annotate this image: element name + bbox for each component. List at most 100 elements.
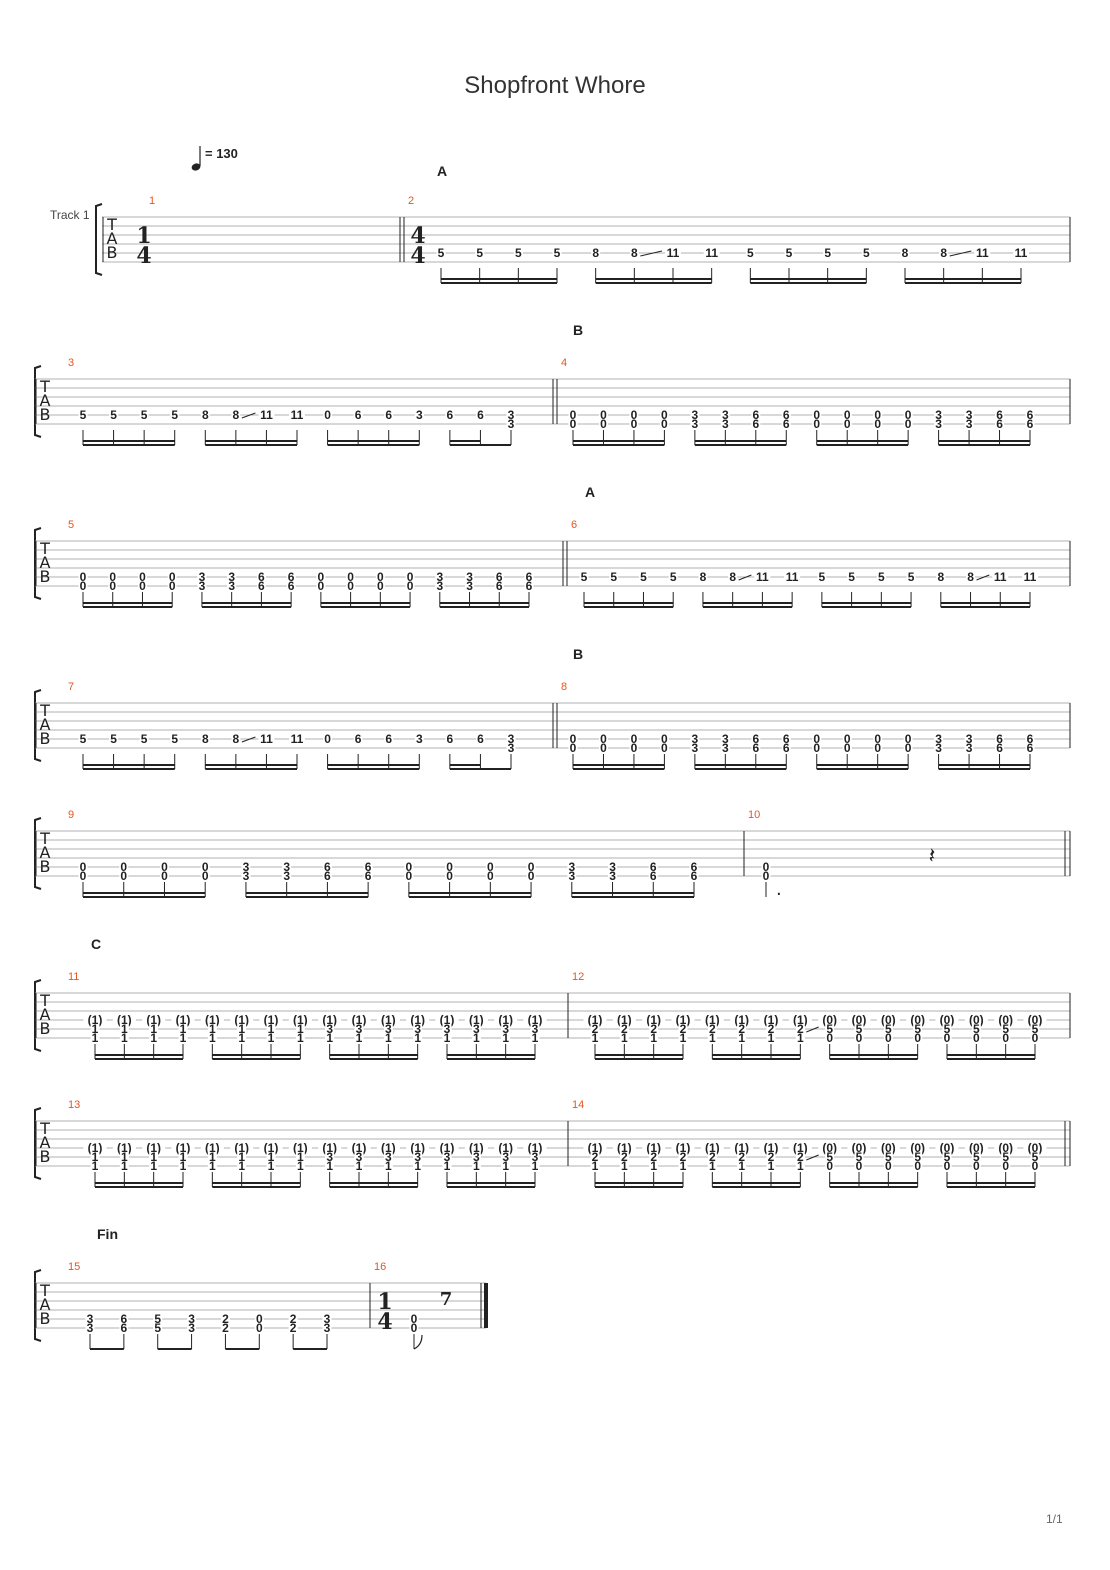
- fret-number: 8: [729, 570, 736, 584]
- fret-number: 6: [996, 732, 1003, 746]
- fret-bg: [1023, 1143, 1047, 1153]
- fret-bg: [207, 1033, 217, 1043]
- fret-bg: [795, 1033, 805, 1043]
- fret-bg: [171, 1143, 195, 1153]
- fret-bg: [703, 248, 720, 258]
- fret-number: 0: [528, 869, 535, 883]
- fret-number: 11: [291, 408, 304, 422]
- fret-bg: [435, 1143, 459, 1153]
- fret-number: 2: [680, 1150, 687, 1164]
- fret-number: 6: [477, 408, 484, 422]
- fret-number: 1: [150, 1159, 157, 1173]
- fret-number: (1): [264, 1013, 279, 1027]
- fret-number: 0: [109, 570, 116, 584]
- fret-number: 6: [121, 1312, 128, 1326]
- fret-bg: [1025, 410, 1035, 420]
- fret-number: 5: [640, 570, 647, 584]
- fret-number: 1: [92, 1150, 99, 1164]
- fret-number: 3: [385, 1022, 392, 1036]
- fret-number: 6: [288, 570, 295, 584]
- fret-bg: [707, 1152, 717, 1162]
- fret-bg: [241, 871, 251, 881]
- fret-number: (1): [410, 1013, 425, 1027]
- fret-number: (1): [646, 1141, 661, 1155]
- fret-number: 1: [209, 1031, 216, 1045]
- fret-bg: [170, 734, 180, 744]
- fret-number: 6: [447, 408, 454, 422]
- fret-bg: [883, 1033, 893, 1043]
- fret-number: 11: [667, 246, 680, 260]
- fret-number: 0: [80, 869, 87, 883]
- fret-number: 1: [180, 1031, 187, 1045]
- fret-bg: [237, 1024, 247, 1034]
- fret-number: 2: [592, 1022, 599, 1036]
- fret-number: 5: [154, 1312, 161, 1326]
- fret-number: 0: [411, 1312, 418, 1326]
- measure-number: 10: [748, 809, 760, 821]
- fret-number: 6: [1027, 732, 1034, 746]
- fret-number: 8: [202, 408, 209, 422]
- fret-number: (1): [381, 1141, 396, 1155]
- fret-number: 5: [141, 408, 148, 422]
- tab-clef-letter: T: [39, 539, 50, 558]
- fret-number: (1): [234, 1141, 249, 1155]
- fret-bg: [795, 1152, 805, 1162]
- fret-number: 2: [709, 1022, 716, 1036]
- fret-bg: [137, 572, 147, 582]
- fret-bg: [404, 871, 414, 881]
- fret-number: 0: [487, 860, 494, 874]
- fret-bg: [506, 743, 516, 753]
- fret-bg: [842, 410, 852, 420]
- fret-number: 2: [650, 1022, 657, 1036]
- fret-number: 5: [973, 1150, 980, 1164]
- fret-bg: [971, 1161, 981, 1171]
- section-marker: A: [437, 163, 447, 179]
- fret-bg: [347, 1015, 371, 1025]
- fret-bg: [445, 871, 455, 881]
- fret-bg: [376, 1143, 400, 1153]
- fret-number: 2: [290, 1312, 297, 1326]
- fret-number: 1: [532, 1159, 539, 1173]
- fret-number: 6: [1027, 408, 1034, 422]
- fret-bg: [316, 581, 326, 591]
- fret-bg: [346, 581, 356, 591]
- fret-bg: [934, 410, 944, 420]
- fret-number: 0: [570, 417, 577, 431]
- fret-number: 8: [592, 246, 599, 260]
- fret-number: (1): [617, 1141, 632, 1155]
- fret-bg: [414, 410, 424, 420]
- fret-bg: [737, 1024, 747, 1034]
- fret-number: 6: [385, 408, 392, 422]
- fret-number: 1: [92, 1031, 99, 1045]
- fret-bg: [112, 1143, 136, 1153]
- fret-bg: [568, 410, 578, 420]
- fret-number: (1): [410, 1141, 425, 1155]
- fret-number: 0: [120, 860, 127, 874]
- measure-number: 15: [68, 1261, 80, 1273]
- fret-number: 2: [709, 1150, 716, 1164]
- fret-bg: [817, 572, 827, 582]
- fret-bg: [608, 871, 618, 881]
- fret-number: 6: [752, 408, 759, 422]
- fret-number: 3: [966, 417, 973, 431]
- fret-number: 1: [297, 1150, 304, 1164]
- fret-bg: [295, 1033, 305, 1043]
- fret-bg: [471, 1152, 481, 1162]
- fret-number: 5: [1032, 1022, 1039, 1036]
- fret-bg: [383, 1152, 393, 1162]
- fret-number: 3: [692, 732, 699, 746]
- fret-bg: [353, 734, 363, 744]
- fret-bg: [197, 581, 207, 591]
- fret-number: 11: [260, 732, 273, 746]
- fret-number: 1: [150, 1022, 157, 1036]
- fret-bg: [1022, 572, 1038, 582]
- fret-number: 3: [935, 732, 942, 746]
- fret-bg: [153, 1323, 163, 1333]
- fret-number: 2: [768, 1150, 775, 1164]
- fret-bg: [200, 410, 210, 420]
- fret-number: 1: [621, 1159, 628, 1173]
- fret-number: 0: [763, 860, 770, 874]
- time-sig-top: 1: [136, 223, 151, 249]
- fret-bg: [942, 1152, 952, 1162]
- fret-number: 5: [747, 246, 754, 260]
